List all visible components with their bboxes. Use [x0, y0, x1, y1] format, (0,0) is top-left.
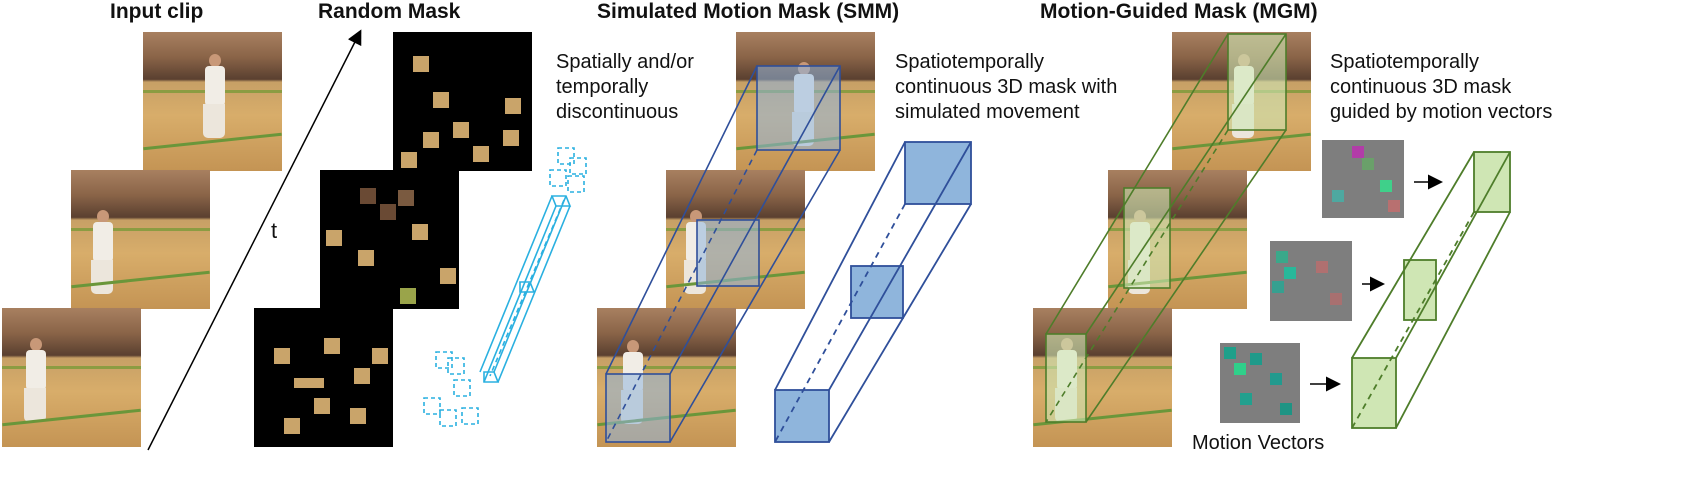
random-mask-frame-3 — [254, 308, 393, 447]
mgm-description: Spatiotemporally continuous 3D mask guid… — [1330, 50, 1552, 125]
mgm-cuboid — [1351, 151, 1511, 429]
mgm-desc-line-3: guided by motion vectors — [1330, 101, 1553, 123]
random-desc-line-2: temporally — [556, 76, 649, 98]
random-mask-cuboid — [423, 147, 587, 427]
input-frame-1 — [143, 32, 282, 171]
mgm-frame-masks — [1045, 33, 1287, 423]
random-mask-description: Spatially and/or temporally discontinuou… — [556, 50, 694, 125]
mgm-title: Motion-Guided Mask (MGM) — [1040, 0, 1318, 23]
motion-vector-map-2 — [1270, 241, 1352, 321]
smm-desc-line-2: continuous 3D mask with — [895, 76, 1118, 98]
smm-cuboid — [774, 141, 972, 443]
smm-desc-line-1: Spatiotemporally — [895, 51, 1044, 73]
input-frame-2 — [71, 170, 210, 309]
mgm-desc-line-2: continuous 3D mask — [1330, 76, 1512, 98]
time-axis-arrow — [147, 29, 362, 451]
motion-vector-map-3 — [1220, 343, 1300, 423]
smm-frame-masks — [605, 65, 841, 443]
random-desc-line-3: discontinuous — [556, 101, 679, 123]
random-mask-frame-1 — [393, 32, 532, 171]
smm-desc-line-3: simulated movement — [895, 101, 1080, 123]
random-mask-title: Random Mask — [318, 0, 461, 23]
random-mask-frame-2 — [320, 170, 459, 309]
random-desc-line-1: Spatially and/or — [556, 51, 694, 73]
time-axis-label: t — [271, 218, 278, 243]
motion-vector-map-1 — [1322, 140, 1404, 218]
input-clip-title: Input clip — [110, 0, 204, 23]
smm-title: Simulated Motion Mask (SMM) — [597, 0, 900, 23]
input-frame-3 — [2, 308, 141, 447]
motion-vectors-label: Motion Vectors — [1192, 432, 1325, 454]
mgm-desc-line-1: Spatiotemporally — [1330, 51, 1479, 73]
smm-description: Spatiotemporally continuous 3D mask with… — [895, 50, 1117, 125]
